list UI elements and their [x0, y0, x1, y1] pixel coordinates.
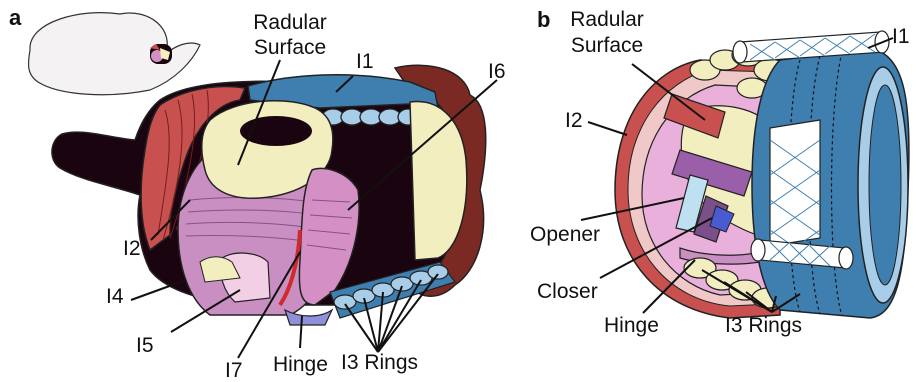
label-a-i2: I2 — [123, 238, 141, 259]
snail-inset — [28, 13, 200, 95]
label-b-radular-line2: Surface — [565, 35, 649, 56]
panel-b-illustration — [581, 31, 909, 318]
label-b-i3-rings: I3 Rings — [725, 315, 802, 336]
panel-a-illustration — [28, 13, 497, 358]
panel-a-letter: a — [9, 7, 21, 29]
label-a-i3-rings: I3 Rings — [341, 352, 418, 373]
label-b-opener: Opener — [530, 224, 600, 245]
label-a-i7: I7 — [225, 360, 243, 381]
label-a-radular-line2: Surface — [248, 37, 332, 58]
i1-top-rings — [322, 109, 418, 125]
label-b-i1: I1 — [892, 26, 910, 47]
label-a-hinge: Hinge — [273, 354, 328, 375]
panel-b-letter: b — [537, 9, 550, 31]
label-b-hinge: Hinge — [604, 315, 659, 336]
label-a-i1: I1 — [356, 51, 374, 72]
label-a-radular-line1: Radular — [248, 12, 332, 33]
i1-mesh-mid — [770, 120, 820, 246]
label-a-i4: I4 — [106, 286, 124, 307]
label-b-i2: I2 — [565, 110, 583, 131]
label-a-i5: I5 — [136, 335, 154, 356]
label-b-closer: Closer — [537, 281, 598, 302]
label-a-i6: I6 — [488, 61, 506, 82]
label-b-radular-line1: Radular — [565, 9, 649, 30]
